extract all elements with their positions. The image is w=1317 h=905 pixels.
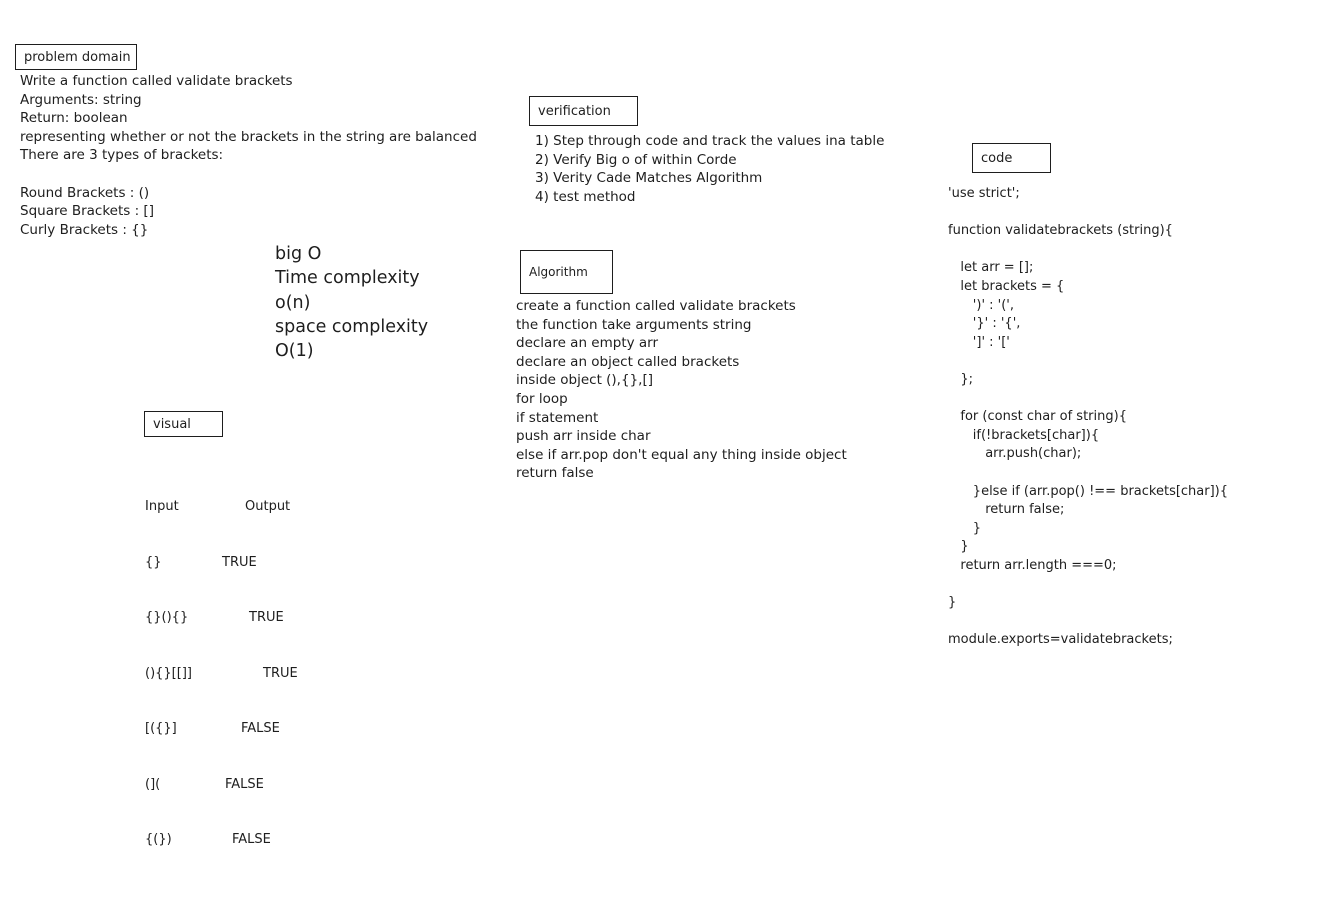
text-line xyxy=(948,241,1228,260)
table-cell-output: TRUE xyxy=(263,665,298,681)
text-line: } xyxy=(948,520,982,536)
visual-table-header: Input Output xyxy=(145,498,365,517)
text-line: }; xyxy=(948,371,974,387)
text-line: inside object (),{},[] xyxy=(516,372,653,389)
table-cell-input: (){}[[]] xyxy=(145,665,192,681)
text-line: } xyxy=(948,539,969,555)
text-line: if(!brackets[char]){ xyxy=(948,427,1100,443)
code-heading-text: code xyxy=(981,150,1013,166)
text-line xyxy=(948,613,1228,632)
text-line: big O xyxy=(275,244,322,264)
text-line: arr.push(char); xyxy=(948,446,1082,462)
text-line: Time complexity xyxy=(275,268,420,289)
text-line: Curly Brackets : {} xyxy=(20,221,149,238)
table-row: (]( FALSE xyxy=(145,776,365,795)
text-line: Round Brackets : () xyxy=(20,184,150,201)
text-line: push arr inside char xyxy=(516,428,651,445)
table-cell-output: FALSE xyxy=(232,832,271,847)
visual-table: Input Output {} TRUE {}(){} TRUE (){}[[]… xyxy=(145,461,365,868)
text-line: O(1) xyxy=(275,341,314,362)
text-line: for (const char of string){ xyxy=(948,409,1127,425)
text-line xyxy=(948,575,1228,594)
text-line: representing whether or not the brackets… xyxy=(20,128,477,145)
table-row: [({}] FALSE xyxy=(145,720,365,739)
table-cell-input: {} xyxy=(145,554,162,570)
text-line: module.exports=validatebrackets; xyxy=(948,632,1173,648)
text-line: Write a function called validate bracket… xyxy=(20,73,293,89)
text-line: Arguments: string xyxy=(20,91,142,108)
text-line: } xyxy=(948,595,957,611)
algorithm-heading-text: Algorithm xyxy=(529,265,588,279)
table-cell-output: TRUE xyxy=(222,554,257,570)
text-line: return false xyxy=(516,465,594,482)
code-block: 'use strict'; function validatebrackets (… xyxy=(948,185,1228,650)
text-line: the function take arguments string xyxy=(516,316,752,333)
text-line: ']' : '[' xyxy=(948,334,1010,350)
text-line: '}' : '{', xyxy=(948,316,1021,332)
table-cell-input: (]( xyxy=(145,776,161,792)
text-line: return arr.length ===0; xyxy=(948,557,1117,573)
visual-col-input: Input xyxy=(145,499,179,514)
text-line: ')' : '(', xyxy=(948,297,1015,313)
verification-steps: 1) Step through code and track the value… xyxy=(535,132,884,206)
text-line: declare an empty arr xyxy=(516,335,659,352)
text-line xyxy=(948,390,1228,409)
text-line: return false; xyxy=(948,502,1065,518)
text-line: o(n) xyxy=(275,292,311,313)
text-line: let brackets = { xyxy=(948,278,1065,294)
text-line: function validatebrackets (string){ xyxy=(948,223,1173,239)
table-row: {}(){} TRUE xyxy=(145,609,365,628)
code-heading: code xyxy=(972,143,1051,173)
text-line: 2) Verify Big o of within Corde xyxy=(535,151,737,168)
table-row: {} TRUE xyxy=(145,554,365,573)
text-line: let arr = []; xyxy=(948,260,1034,276)
problem-domain-heading: problem domain xyxy=(15,44,137,70)
visual-heading: visual xyxy=(144,411,223,437)
visual-col-output: Output xyxy=(245,499,291,514)
table-cell-output: FALSE xyxy=(241,721,280,736)
text-line: }else if (arr.pop() !== brackets[char]){ xyxy=(948,483,1229,499)
text-line: space complexity xyxy=(275,316,429,337)
text-line: 3) Verity Cade Matches Algorithm xyxy=(535,170,763,187)
text-line: 1) Step through code and track the value… xyxy=(535,133,885,149)
text-line: Square Brackets : [] xyxy=(20,203,154,220)
verification-heading-text: verification xyxy=(538,103,611,119)
problem-domain-text: Write a function called validate bracket… xyxy=(20,72,477,239)
text-line: else if arr.pop don't equal any thing in… xyxy=(516,446,847,463)
table-row: {(}) FALSE xyxy=(145,831,365,850)
table-cell-input: {}(){} xyxy=(145,610,189,625)
table-row: (){}[[]] TRUE xyxy=(145,665,365,684)
big-o-notes: big O Time complexity o(n) space complexity… xyxy=(275,242,428,363)
table-cell-output: TRUE xyxy=(249,610,284,625)
text-line: 4) test method xyxy=(535,188,636,205)
text-line xyxy=(948,464,1228,483)
text-line xyxy=(948,204,1228,223)
table-cell-output: FALSE xyxy=(225,776,264,792)
table-cell-input: {(}) xyxy=(145,832,172,847)
text-line: There are 3 types of brackets: xyxy=(20,147,224,164)
text-line: Return: boolean xyxy=(20,110,128,127)
visual-heading-text: visual xyxy=(153,416,191,432)
algorithm-heading: Algorithm xyxy=(520,250,613,294)
text-line: declare an object called brackets xyxy=(516,353,740,370)
problem-domain-heading-text: problem domain xyxy=(24,49,131,65)
text-line xyxy=(948,352,1228,371)
text-line: if statement xyxy=(516,409,599,426)
text-line: 'use strict'; xyxy=(948,186,1020,201)
verification-heading: verification xyxy=(529,96,638,126)
text-line xyxy=(20,165,477,184)
table-cell-input: [({}] xyxy=(145,721,177,736)
text-line: create a function called validate bracke… xyxy=(516,298,796,314)
algorithm-steps: create a function called validate bracke… xyxy=(516,297,847,483)
text-line: for loop xyxy=(516,390,568,407)
